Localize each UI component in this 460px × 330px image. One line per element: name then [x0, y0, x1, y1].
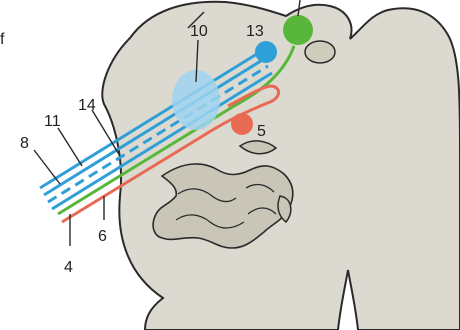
leader-8 [34, 150, 60, 184]
label-14: 14 [78, 97, 96, 114]
label-6: 6 [98, 228, 107, 245]
label-11: 11 [44, 113, 61, 130]
leader-11 [58, 128, 82, 166]
label-partial-f: f [0, 31, 5, 48]
label-13: 13 [246, 23, 264, 40]
label-5: 5 [257, 123, 266, 140]
structure-13-circle [255, 41, 277, 63]
label-8: 8 [20, 135, 29, 152]
small-oval [305, 41, 335, 63]
structure-5-circle [231, 113, 253, 135]
label-4: 4 [64, 259, 73, 276]
structure-7-circle [283, 15, 313, 45]
label-10: 10 [190, 23, 208, 40]
